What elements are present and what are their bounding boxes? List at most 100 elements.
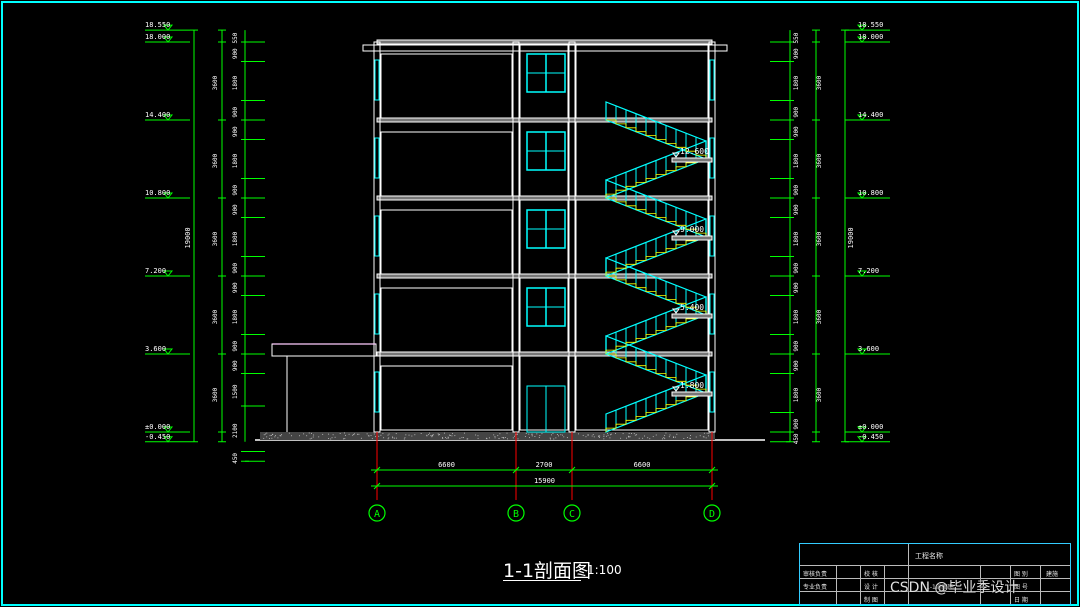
hatch-dot xyxy=(281,434,282,435)
hatch-dot xyxy=(448,437,449,438)
span-label: 6600 xyxy=(438,461,455,469)
hatch-dot xyxy=(345,435,346,436)
hatch-dot xyxy=(708,433,709,434)
hatch-dot xyxy=(486,438,487,439)
elevation-label: 14.400 xyxy=(858,111,883,119)
hatch-dot xyxy=(335,437,336,438)
elevation-label: 18.550 xyxy=(858,21,883,29)
dim-inner-label: 1800 xyxy=(793,75,800,90)
dim-inner-label: 1800 xyxy=(232,153,239,168)
hatch-dot xyxy=(442,437,443,438)
floor-slab xyxy=(377,40,712,44)
dim-inner-label: 900 xyxy=(793,282,800,293)
canopy-slab xyxy=(272,344,376,356)
hatch-dot xyxy=(517,438,518,439)
elevation-label: ±0.000 xyxy=(145,423,170,431)
hatch-dot xyxy=(367,433,368,434)
hatch-dot xyxy=(438,434,439,435)
hatch-dot xyxy=(358,434,359,435)
hatch-dot xyxy=(567,437,568,438)
hatch-dot xyxy=(475,435,476,436)
hatch-dot xyxy=(497,435,498,436)
hatch-dot xyxy=(454,435,455,436)
hatch-dot xyxy=(430,435,431,436)
hatch-dot xyxy=(404,437,405,438)
hatch-dot xyxy=(369,435,370,436)
tb-row2-a: 专业负责 xyxy=(803,582,827,591)
hatch-dot xyxy=(499,438,500,439)
dim-inner-label: 900 xyxy=(232,126,239,137)
hatch-dot xyxy=(275,435,276,436)
column-wall xyxy=(513,42,519,432)
elevation-label: 10.800 xyxy=(858,189,883,197)
hatch-dot xyxy=(663,437,664,438)
side-window-left xyxy=(375,372,379,412)
hatch-dot xyxy=(620,438,621,439)
room-outline xyxy=(381,288,512,352)
room-outline xyxy=(381,132,512,196)
span-total-label: 15900 xyxy=(534,477,555,485)
dim-inner-label: 900 xyxy=(232,340,239,351)
room-outline xyxy=(381,210,512,274)
sheet-scale: 1:100 xyxy=(587,563,622,577)
dim-inner-label: 900 xyxy=(793,340,800,351)
hatch-dot xyxy=(592,435,593,436)
hatch-dot xyxy=(405,434,406,435)
hatch-dot xyxy=(269,438,270,439)
landing-elevation: 9.000 xyxy=(680,225,704,234)
hatch-dot xyxy=(388,437,389,438)
hatch-dot xyxy=(271,438,272,439)
dim-inner-label: 1500 xyxy=(232,384,239,399)
elevation-label: ±0.000 xyxy=(858,423,883,431)
hatch-dot xyxy=(635,435,636,436)
side-window-left xyxy=(375,216,379,256)
hatch-dot xyxy=(669,435,670,436)
hatch-dot xyxy=(628,437,629,438)
hatch-dot xyxy=(378,436,379,437)
dim-floor-label: 3600 xyxy=(212,153,219,168)
hatch-dot xyxy=(609,437,610,438)
hatch-dot xyxy=(404,438,405,439)
hatch-dot xyxy=(264,434,265,435)
hatch-dot xyxy=(560,434,561,435)
hatch-dot xyxy=(291,435,292,436)
hatch-dot xyxy=(344,438,345,439)
dim-inner-label: 900 xyxy=(793,106,800,117)
hatch-dot xyxy=(280,435,281,436)
hatch-dot xyxy=(603,434,604,435)
hatch-dot xyxy=(550,438,551,439)
dim-inner-label: 550 xyxy=(232,32,239,43)
floor-slab xyxy=(377,352,712,356)
hatch-dot xyxy=(656,435,657,436)
hatch-dot xyxy=(394,438,395,439)
side-window-left xyxy=(375,60,379,100)
hatch-dot xyxy=(583,435,584,436)
hatch-dot xyxy=(388,438,389,439)
hatch-dot xyxy=(352,435,353,436)
hatch-dot xyxy=(539,437,540,438)
side-window-right xyxy=(710,60,714,100)
hatch-dot xyxy=(662,438,663,439)
dim-inner-label: 900 xyxy=(232,360,239,371)
dim-inner-label: 900 xyxy=(793,204,800,215)
hatch-dot xyxy=(313,434,314,435)
hatch-dot xyxy=(375,436,376,437)
dim-inner-label: 900 xyxy=(232,262,239,273)
hatch-dot xyxy=(704,437,705,438)
hatch-dot xyxy=(507,438,508,439)
hatch-dot xyxy=(611,434,612,435)
hatch-dot xyxy=(383,437,384,438)
hatch-dot xyxy=(634,433,635,434)
hatch-dot xyxy=(675,437,676,438)
hatch-dot xyxy=(438,433,439,434)
hatch-dot xyxy=(421,433,422,434)
tb-row1-b: 校 核 xyxy=(864,569,878,578)
stair-landing xyxy=(672,236,712,240)
hatch-dot xyxy=(599,436,600,437)
hatch-dot xyxy=(429,433,430,434)
hatch-dot xyxy=(452,433,453,434)
elevation-label: 18.550 xyxy=(145,21,170,29)
hatch-dot xyxy=(263,438,264,439)
dim-inner-label: 900 xyxy=(793,184,800,195)
hatch-dot xyxy=(464,433,465,434)
